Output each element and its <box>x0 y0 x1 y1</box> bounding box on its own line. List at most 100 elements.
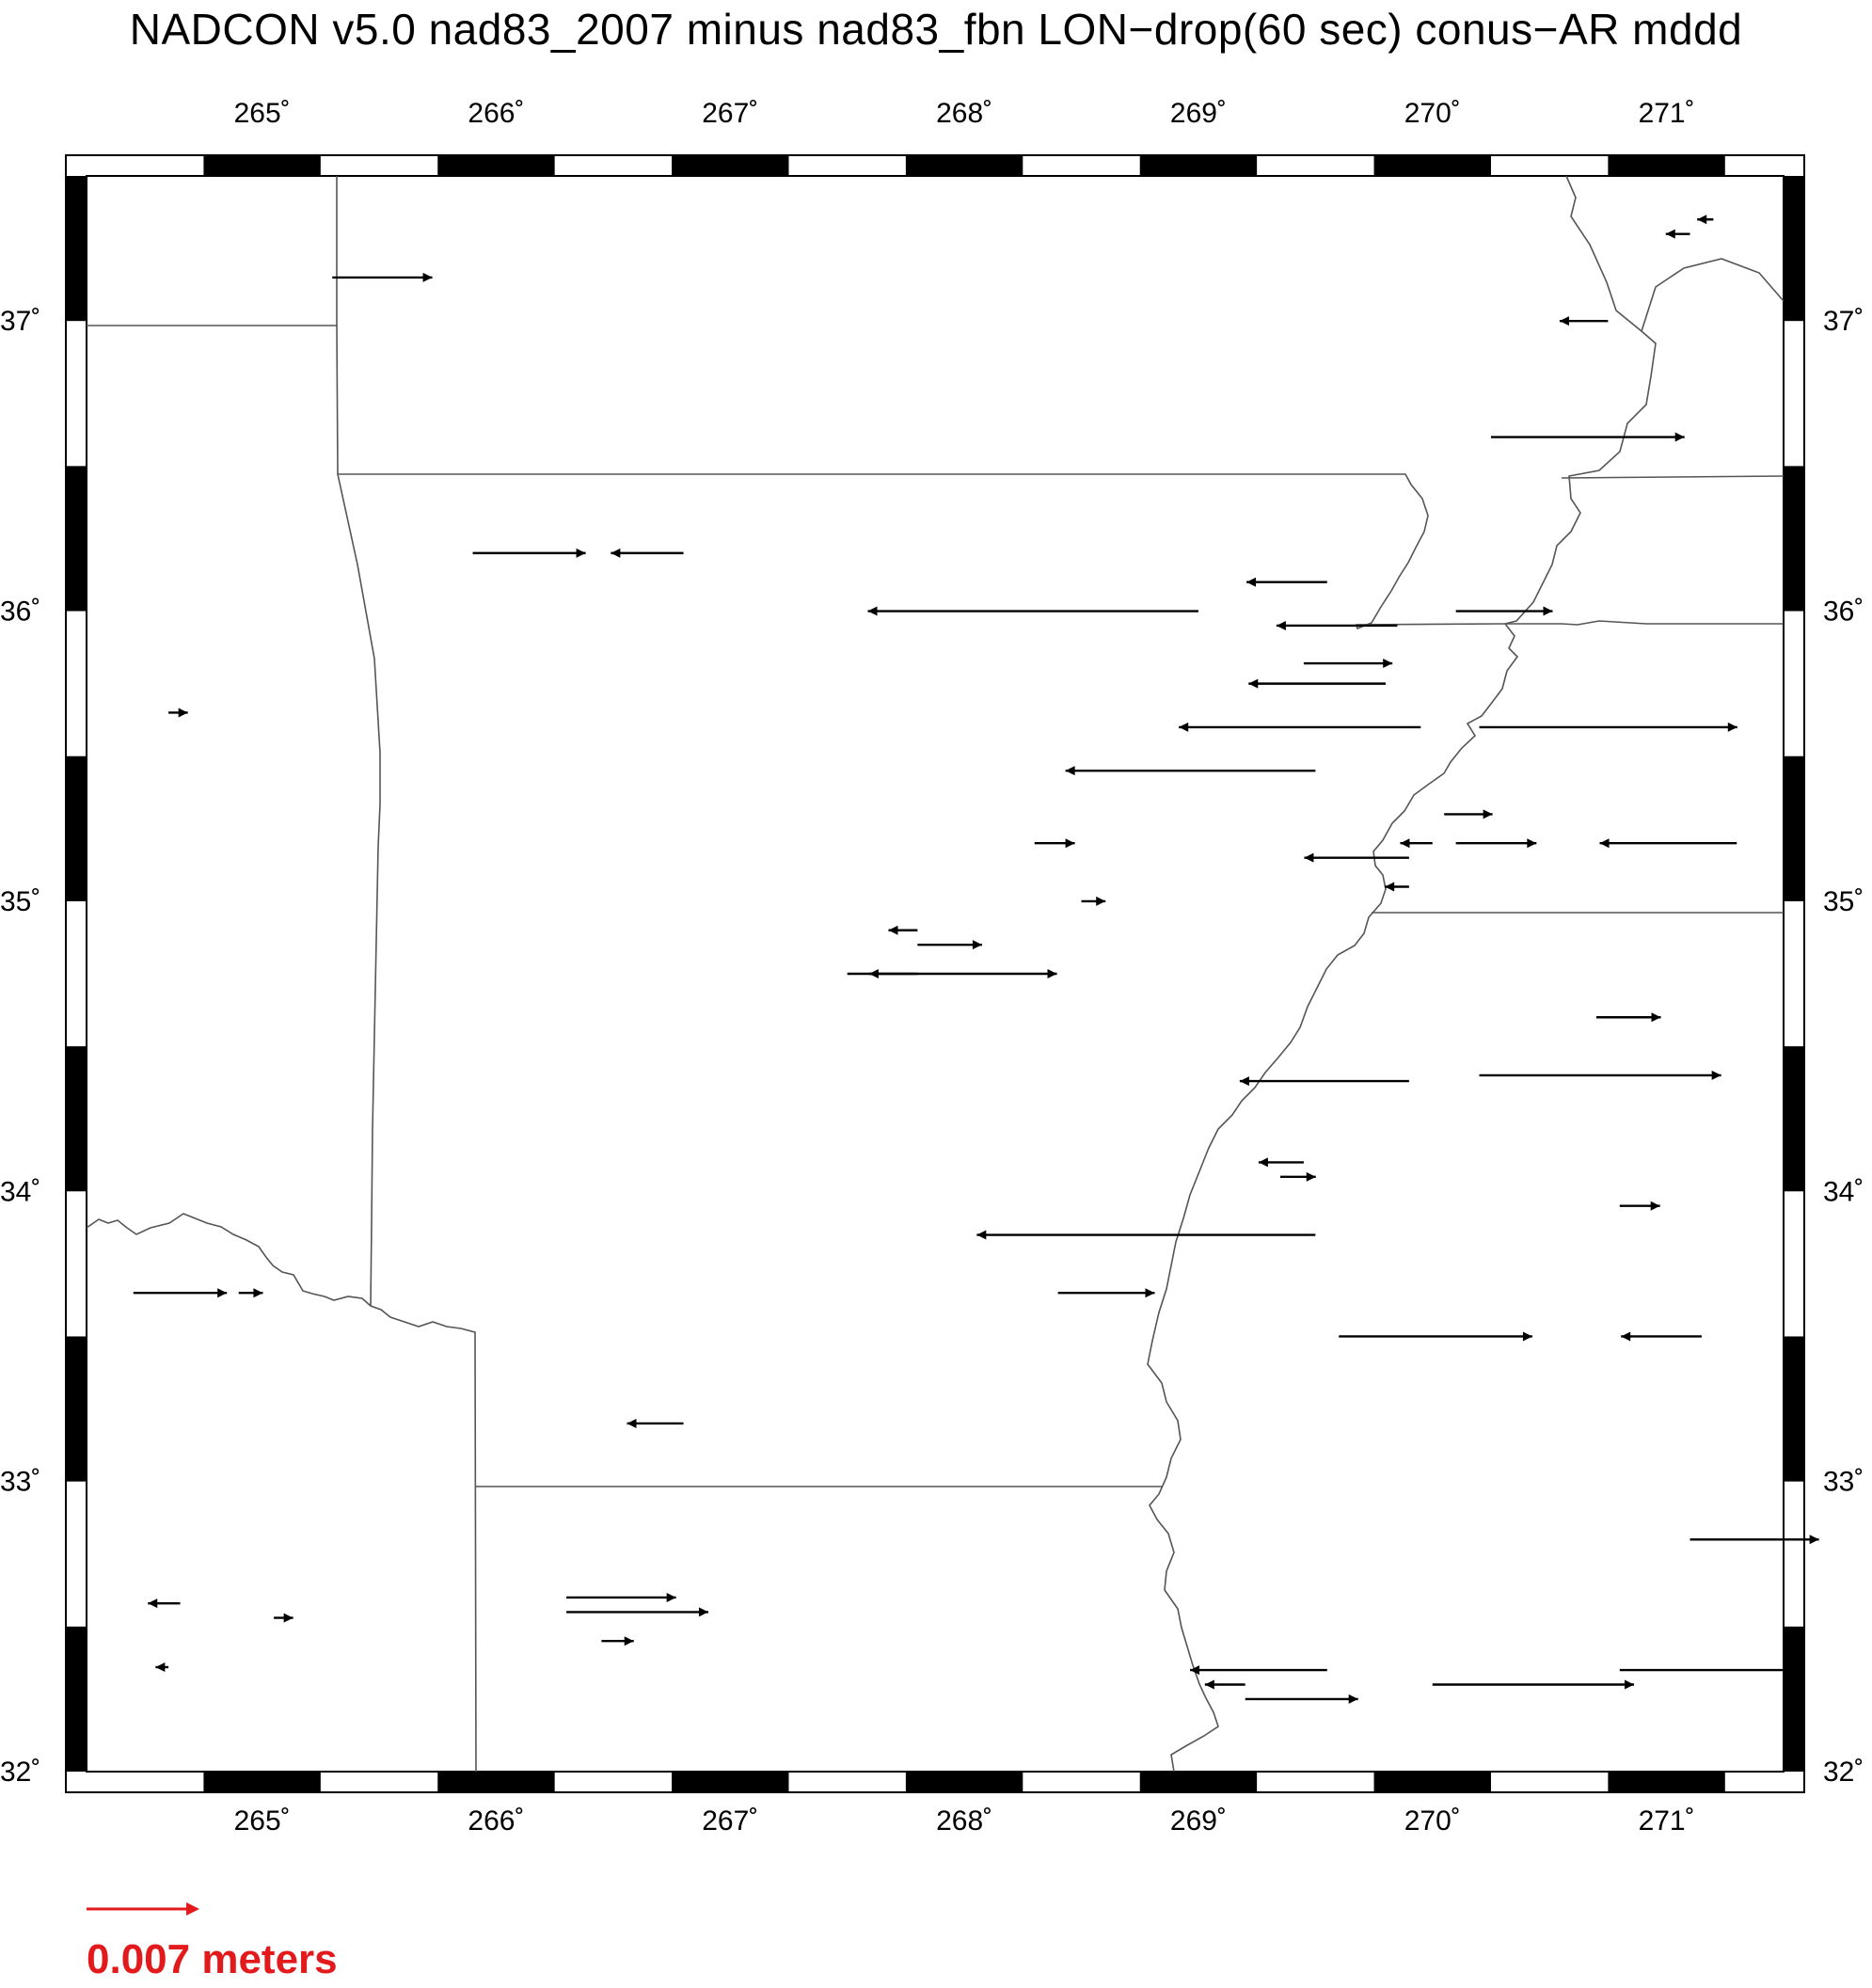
longitude-label: 266˚ <box>468 1805 524 1837</box>
frame-bar-right <box>1784 755 1804 901</box>
frame-bar-right <box>1784 466 1804 612</box>
displacement-vector <box>1245 1694 1358 1704</box>
latitude-labels: 32˚32˚33˚33˚34˚34˚35˚35˚36˚36˚37˚37˚ <box>0 306 1864 1788</box>
latitude-label: 37˚ <box>0 306 40 337</box>
displacement-vector <box>1081 896 1106 906</box>
displacement-vector <box>1559 316 1609 326</box>
displacement-vector <box>1276 620 1398 630</box>
frame-bar-top <box>1608 155 1725 176</box>
frame-bar-top <box>672 155 789 176</box>
longitude-label: 265˚ <box>234 98 291 129</box>
displacement-vector <box>238 1288 263 1298</box>
latitude-label: 34˚ <box>0 1176 40 1207</box>
displacement-vector <box>274 1613 293 1623</box>
longitude-label: 267˚ <box>702 98 758 129</box>
frame-bar-left <box>66 1336 87 1482</box>
displacement-vector <box>1204 1679 1245 1690</box>
latitude-label: 37˚ <box>1823 306 1864 337</box>
frame-bar-left <box>66 176 87 322</box>
displacement-vector <box>1179 722 1421 732</box>
displacement-vector <box>1400 838 1433 849</box>
displacement-vector <box>472 548 586 558</box>
frame-bar-bottom <box>1608 1772 1725 1792</box>
longitude-labels: 265˚265˚266˚266˚267˚267˚268˚268˚269˚269˚… <box>234 98 1695 1837</box>
displacement-vector <box>566 1607 708 1617</box>
longitude-label: 269˚ <box>1170 1805 1227 1837</box>
map-title: NADCON v5.0 nad83_2007 minus nad83_fbn L… <box>129 5 1743 54</box>
longitude-label: 270˚ <box>1404 1805 1461 1837</box>
latitude-label: 33˚ <box>1823 1467 1864 1498</box>
frame-bar-top <box>203 155 321 176</box>
latitude-label: 34˚ <box>1823 1176 1864 1207</box>
longitude-label: 266˚ <box>468 98 524 129</box>
frame-bar-bottom <box>203 1772 321 1792</box>
frame-bar-bottom <box>1139 1772 1258 1792</box>
displacement-vector <box>1303 659 1393 669</box>
displacement-vector <box>168 708 188 718</box>
displacement-vector <box>868 969 918 978</box>
displacement-vector <box>1619 1665 1798 1676</box>
displacement-vector <box>1239 1076 1409 1087</box>
displacement-vector <box>1057 1288 1155 1298</box>
state-boundaries <box>86 175 1785 1773</box>
displacement-vector <box>601 1636 634 1646</box>
frame-bar-top <box>905 155 1023 176</box>
displacement-vectors <box>133 215 1819 1704</box>
longitude-label: 271˚ <box>1639 98 1695 129</box>
displacement-vector <box>1455 606 1553 616</box>
frame-bar-bottom <box>1373 1772 1491 1792</box>
frame-bar-top <box>1139 155 1258 176</box>
frame-bar-bottom <box>672 1772 789 1792</box>
displacement-vector <box>867 606 1198 616</box>
displacement-vector <box>1444 809 1493 819</box>
displacement-vector <box>1595 1012 1661 1023</box>
displacement-vector <box>1690 1535 1819 1545</box>
displacement-vector <box>627 1418 684 1428</box>
displacement-vector <box>566 1592 676 1602</box>
frame-bar-bottom <box>437 1772 555 1792</box>
displacement-vector <box>148 1598 181 1609</box>
frame-bar-left <box>66 1046 87 1192</box>
latitude-label: 35˚ <box>1823 886 1864 917</box>
frame-bar-right <box>1784 1336 1804 1482</box>
latitude-label: 36˚ <box>0 596 40 628</box>
longitude-label: 271˚ <box>1639 1805 1695 1837</box>
displacement-vector <box>1621 1331 1702 1342</box>
displacement-vector <box>1034 838 1075 849</box>
latitude-label: 36˚ <box>1823 596 1864 628</box>
displacement-vector <box>155 1662 169 1672</box>
displacement-vector <box>1619 1201 1660 1211</box>
latitude-label: 33˚ <box>0 1467 40 1498</box>
longitude-label: 270˚ <box>1404 98 1461 129</box>
displacement-vector <box>1479 1070 1721 1080</box>
displacement-vector <box>917 940 982 950</box>
longitude-label: 267˚ <box>702 1805 758 1837</box>
displacement-vector <box>1065 766 1316 776</box>
frame-bar-bottom <box>905 1772 1023 1792</box>
longitude-label: 268˚ <box>936 1805 992 1837</box>
latitude-label: 35˚ <box>0 886 40 917</box>
displacement-vector <box>976 1230 1316 1240</box>
frame-bar-right <box>1784 1626 1804 1772</box>
frame-bar-right <box>1784 1046 1804 1192</box>
displacement-vector <box>1455 838 1537 849</box>
displacement-vector <box>1697 215 1714 225</box>
displacement-vector <box>1665 229 1690 239</box>
displacement-vector <box>1385 882 1409 892</box>
displacement-vector <box>1190 1665 1327 1676</box>
displacement-vector <box>1479 722 1737 732</box>
displacement-vector <box>1304 852 1409 863</box>
longitude-label: 268˚ <box>936 98 992 129</box>
displacement-vector <box>1246 577 1327 587</box>
displacement-vector <box>1280 1171 1316 1182</box>
frame-bar-top <box>1373 155 1491 176</box>
displacement-vector <box>1599 838 1737 849</box>
displacement-vector <box>1339 1331 1532 1342</box>
latitude-label: 32˚ <box>1823 1757 1864 1788</box>
frame-ticks <box>66 155 1804 1792</box>
displacement-vector <box>133 1288 228 1298</box>
frame-bar-left <box>66 755 87 901</box>
frame-bar-left <box>66 1626 87 1772</box>
frame-bar-right <box>1784 176 1804 322</box>
